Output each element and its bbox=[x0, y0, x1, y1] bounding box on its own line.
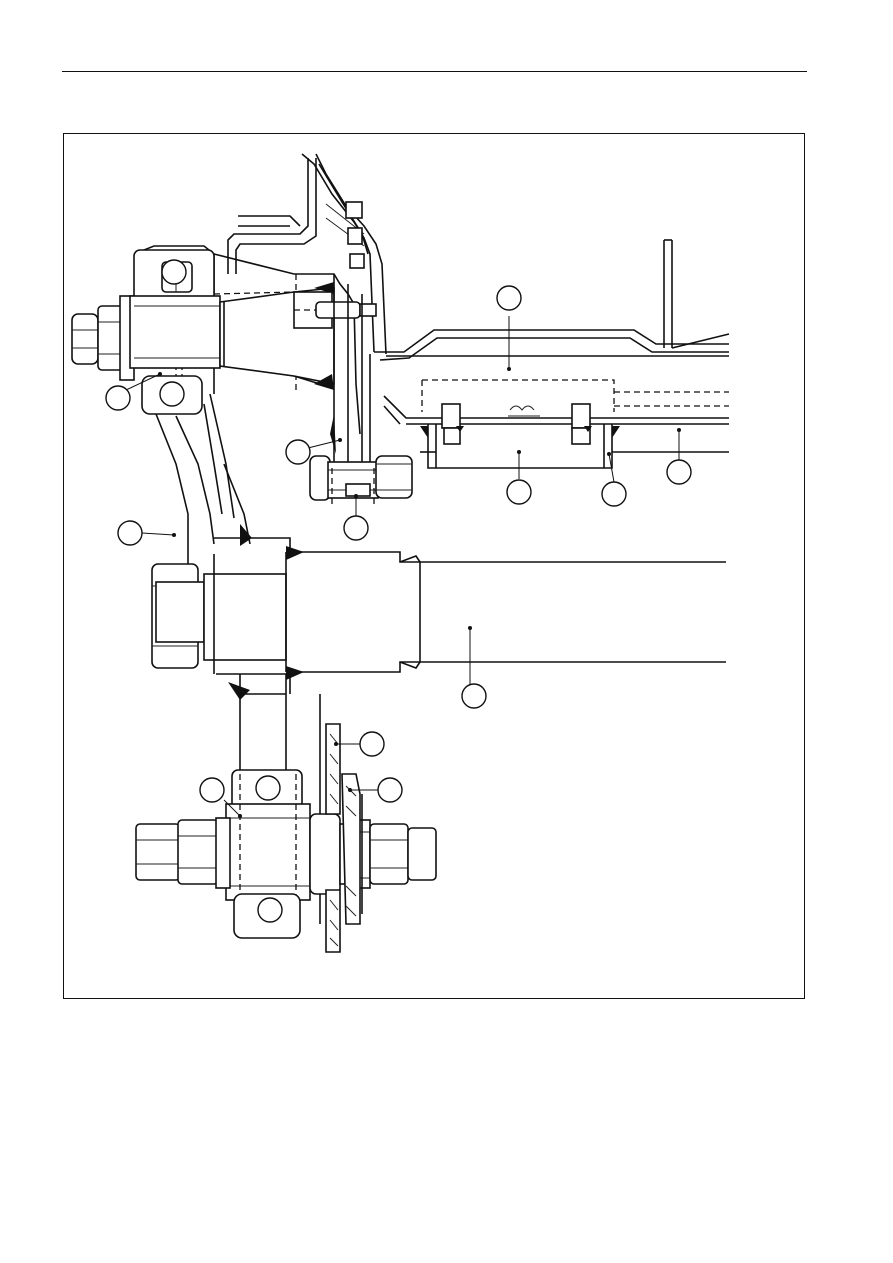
callout-c12 bbox=[334, 731, 385, 757]
callout-c1 bbox=[496, 285, 522, 371]
callout-c10 bbox=[117, 520, 176, 546]
callout-c15 bbox=[255, 775, 281, 801]
diagonal-link bbox=[155, 393, 251, 574]
callout-c16 bbox=[257, 897, 283, 923]
suspension-drawing bbox=[71, 153, 730, 953]
callout-c8 bbox=[601, 452, 627, 507]
callout-c3 bbox=[159, 381, 185, 407]
upper-bracket bbox=[227, 153, 387, 355]
upper-pivot-bolt bbox=[71, 249, 221, 415]
callout-c4 bbox=[161, 259, 187, 285]
axle-tube bbox=[151, 524, 726, 700]
callout-c14 bbox=[199, 777, 242, 818]
lower-bolt-assembly bbox=[135, 769, 437, 939]
callout-c11 bbox=[461, 626, 487, 709]
figure-frame bbox=[63, 133, 805, 999]
upper-panel bbox=[374, 239, 730, 361]
vertical-link bbox=[309, 274, 413, 504]
callout-c2 bbox=[105, 372, 162, 411]
callout-c9 bbox=[666, 428, 692, 485]
mount-box bbox=[383, 379, 729, 469]
callout-c13 bbox=[348, 777, 403, 803]
callout-c7 bbox=[506, 450, 532, 505]
brake-plate bbox=[319, 694, 363, 953]
callout-c6 bbox=[343, 494, 369, 541]
header-rule bbox=[62, 71, 807, 72]
upper-shaft bbox=[219, 282, 377, 390]
callout-c5 bbox=[285, 438, 342, 465]
